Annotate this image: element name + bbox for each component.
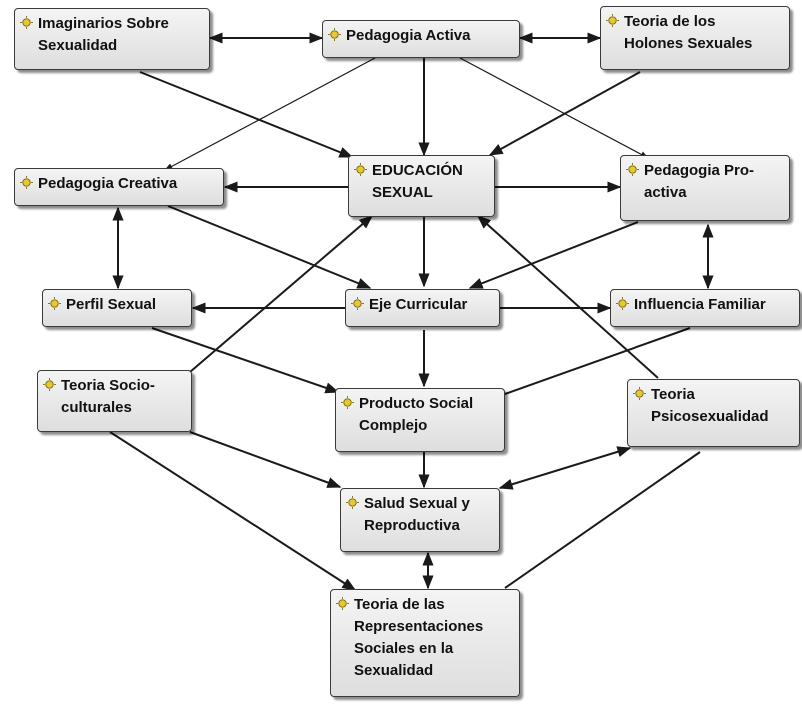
concept-bulb-icon — [616, 297, 629, 310]
node-teoria-socioculturales[interactable]: Teoria Socio- culturales — [37, 370, 192, 432]
concept-bulb-icon — [328, 28, 341, 41]
edge-influencia-producto — [504, 327, 691, 395]
edge-pedagogia-activa-proactiva — [459, 57, 649, 159]
edge-socioculturales-representaciones — [109, 431, 357, 591]
edge-proactiva-eje — [468, 221, 639, 289]
node-educacion-sexual[interactable]: EDUCACIÓN SEXUAL — [348, 155, 495, 217]
node-label: EDUCACIÓN SEXUAL — [372, 162, 463, 201]
edge-socioculturales-salud — [189, 431, 342, 488]
node-imaginarios-sobre-sexualidad[interactable]: Imaginarios Sobre Sexualidad — [14, 8, 210, 70]
node-teoria-psicosexualidad[interactable]: Teoria Psicosexualidad — [627, 379, 800, 447]
concept-bulb-icon — [606, 14, 619, 27]
node-label: Pedagogia Pro- activa — [644, 162, 755, 201]
node-label: Pedagogia Activa — [346, 27, 471, 44]
concept-bulb-icon — [20, 176, 33, 189]
node-teoria-holones-sexuales[interactable]: Teoria de los Holones Sexuales — [600, 6, 790, 70]
concept-bulb-icon — [346, 496, 359, 509]
concept-bulb-icon — [20, 16, 33, 29]
node-label: Salud Sexual y Reproductiva — [364, 495, 470, 534]
node-label: Eje Curricular — [369, 296, 468, 313]
concept-bulb-icon — [354, 163, 367, 176]
node-label: Teoria de los Holones Sexuales — [624, 13, 753, 52]
node-pedagogia-proactiva[interactable]: Pedagogia Pro- activa — [620, 155, 790, 221]
node-label: Producto Social Complejo — [359, 395, 474, 434]
edge-psicosexualidad-representaciones — [504, 451, 701, 589]
node-label: Teoria de las Representaciones Sociales … — [354, 596, 484, 679]
node-perfil-sexual[interactable]: Perfil Sexual — [42, 289, 192, 327]
node-label: Influencia Familiar — [634, 296, 766, 313]
node-salud-sexual-reproductiva[interactable]: Salud Sexual y Reproductiva — [340, 488, 500, 552]
node-producto-social-complejo[interactable]: Producto Social Complejo — [335, 388, 505, 452]
node-label: Pedagogia Creativa — [38, 175, 178, 192]
node-label: Teoria Socio- culturales — [61, 377, 155, 416]
node-label: Teoria Psicosexualidad — [651, 386, 769, 425]
node-pedagogia-creativa[interactable]: Pedagogia Creativa — [14, 168, 224, 206]
edge-creativa-eje — [167, 205, 372, 289]
node-label: Perfil Sexual — [66, 296, 157, 313]
concept-bulb-icon — [336, 597, 349, 610]
concept-bulb-icon — [633, 387, 646, 400]
edge-imaginarios-educacion — [139, 71, 354, 158]
edge-socioculturales-educacion — [189, 215, 374, 373]
edge-pedagogia-activa-creativa — [164, 57, 376, 171]
concept-bulb-icon — [351, 297, 364, 310]
node-teoria-representaciones-sociales[interactable]: Teoria de las Representaciones Sociales … — [330, 589, 520, 697]
concept-bulb-icon — [43, 378, 56, 391]
node-label: Imaginarios Sobre Sexualidad — [38, 15, 169, 54]
concept-bulb-icon — [341, 396, 354, 409]
node-pedagogia-activa[interactable]: Pedagogia Activa — [322, 20, 520, 58]
edge-salud-psicosexualidad — [498, 446, 632, 490]
edge-perfil-producto — [151, 327, 340, 394]
node-influencia-familiar[interactable]: Influencia Familiar — [610, 289, 800, 327]
node-eje-curricular[interactable]: Eje Curricular — [345, 289, 500, 327]
concept-bulb-icon — [626, 163, 639, 176]
concept-bulb-icon — [48, 297, 61, 310]
